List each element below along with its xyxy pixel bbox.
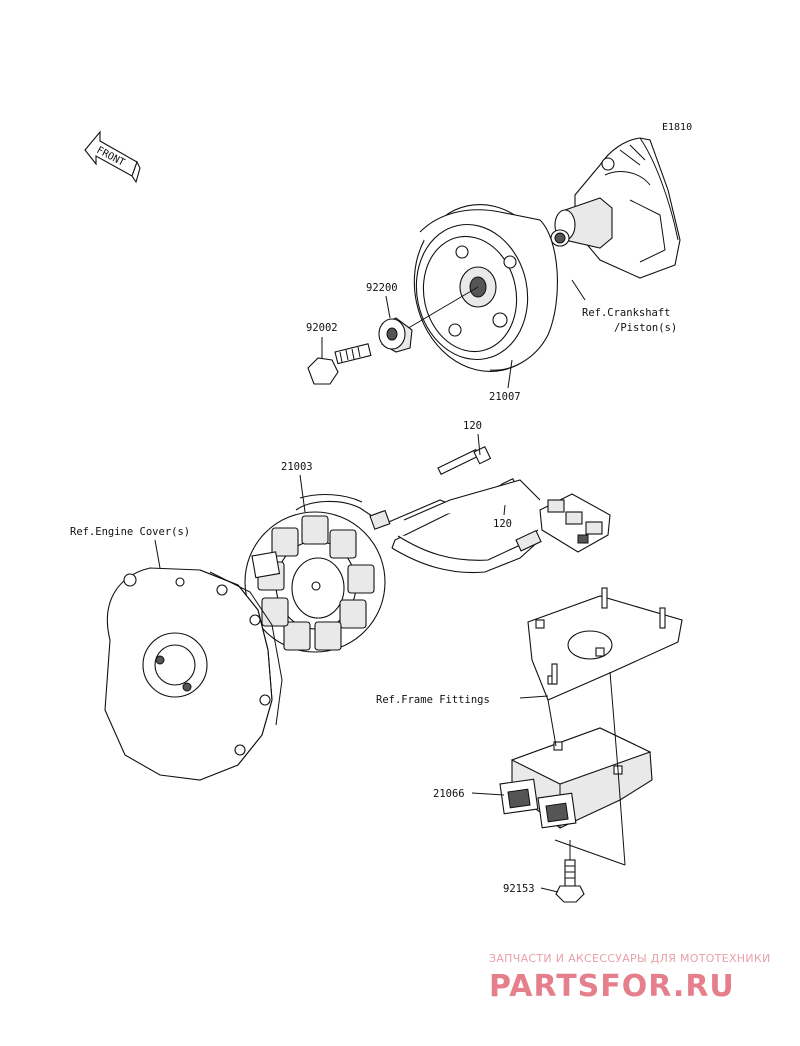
part-92153: 92153 — [503, 883, 535, 895]
part-21066: 21066 — [433, 788, 465, 800]
ref-piston-label: /Piston(s) — [614, 322, 677, 334]
rotor-flywheel — [413, 204, 558, 372]
ref-crankshaft-label: Ref.Crankshaft — [582, 307, 671, 319]
part-21007: 21007 — [489, 391, 521, 403]
regulator-21066 — [499, 671, 653, 866]
part-92002: 92002 — [306, 322, 338, 334]
bolt-120-top — [437, 446, 492, 476]
diagram-code: E1810 — [662, 122, 692, 133]
stator-21003 — [244, 479, 611, 653]
watermark-tagline: ЗАПЧАСТИ И АКСЕССУАРЫ ДЛЯ МОТОТЕХНИКИ — [489, 952, 771, 965]
frame-fittings-reference — [527, 587, 683, 701]
part-120-bottom: 120 — [493, 518, 512, 530]
ref-engine-cover-label: Ref.Engine Cover(s) — [70, 526, 190, 538]
bolt-92153 — [555, 840, 585, 903]
part-21003: 21003 — [281, 461, 313, 473]
front-arrow-icon: FRONT — [84, 130, 141, 184]
watermark-logo-text: PARTSFOR.RU — [489, 969, 735, 1004]
bolt-92002 — [307, 343, 372, 385]
part-92200: 92200 — [366, 282, 398, 294]
ref-frame-fittings-label: Ref.Frame Fittings — [376, 694, 490, 706]
part-120-top: 120 — [463, 420, 482, 432]
stator-connector — [539, 493, 611, 553]
watermark: ЗАПЧАСТИ И АКСЕССУАРЫ ДЛЯ МОТОТЕХНИКИ PA… — [489, 952, 771, 1004]
washer-92200 — [378, 317, 413, 353]
engine-cover-reference — [104, 567, 283, 781]
crankshaft-reference — [550, 137, 681, 279]
